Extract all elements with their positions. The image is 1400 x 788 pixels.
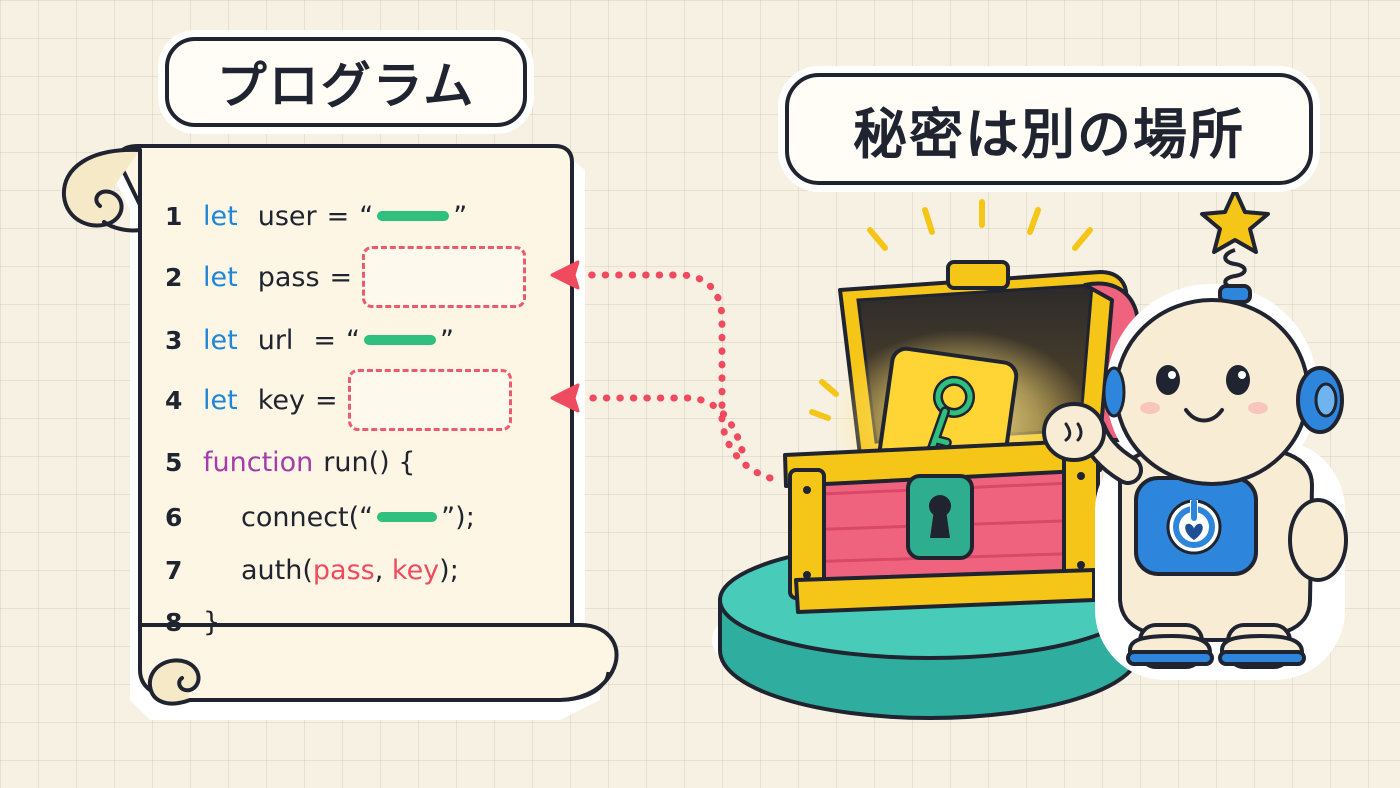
operator: = (329, 261, 353, 293)
star-icon (1200, 188, 1270, 254)
program-title: プログラム (165, 37, 527, 127)
closing-brace: } (203, 606, 221, 638)
treasure-chest-icon (783, 199, 1141, 614)
code-line-5: 5 function run() { (165, 442, 415, 482)
string-value-placeholder (377, 211, 450, 221)
dotted-arrow-icon (550, 260, 774, 482)
code-line-4: 4 let key = (165, 369, 512, 431)
code-line-2: 2 let pass = (165, 246, 527, 308)
glow-rays (809, 199, 1093, 421)
variable-name: url (257, 324, 294, 356)
string-value-placeholder (364, 335, 437, 345)
keyword-let: let (203, 324, 238, 356)
string-value-placeholder (377, 512, 438, 522)
secret-arg-key: key (391, 554, 440, 586)
keyhole-lock-icon (906, 474, 974, 560)
quote-open: “ (359, 200, 374, 232)
quote-open: “ (346, 324, 361, 356)
code-line-6: 6 connect( “ ”); (165, 497, 475, 537)
operator: = (314, 384, 338, 416)
quote-close: ” (440, 324, 455, 356)
line-number: 6 (165, 502, 183, 532)
empty-secret-slot (362, 246, 527, 308)
secret-arg-pass: pass (312, 554, 375, 586)
code-line-8: 8 } (165, 602, 220, 642)
keyword-let: let (203, 261, 238, 293)
arg-separator: , (374, 554, 392, 586)
code-line-1: 1 let user = “ ” (165, 196, 467, 236)
variable-name: key (257, 384, 305, 416)
operator: = (326, 200, 350, 232)
call-tail: ); (439, 554, 459, 586)
code-line-3: 3 let url = “ ” (165, 320, 454, 360)
scroll-icon (61, 144, 619, 720)
keyword-function: function (203, 446, 314, 478)
operator: = (313, 324, 337, 356)
line-number: 2 (165, 262, 183, 292)
function-signature: run() { (323, 446, 416, 478)
quote-close: ” (453, 200, 468, 232)
keyword-let: let (203, 200, 238, 232)
call-tail: ”); (441, 501, 475, 533)
keyword-let: let (203, 384, 238, 416)
line-number: 3 (165, 325, 183, 355)
variable-name: pass (257, 261, 320, 293)
robot-mascot-icon (1042, 188, 1348, 680)
quote-open: “ (359, 501, 374, 533)
variable-name: user (257, 200, 317, 232)
code-line-7: 7 auth( pass , key ); (165, 550, 459, 590)
empty-secret-slot (347, 369, 512, 431)
line-number: 8 (165, 607, 183, 637)
line-number: 4 (165, 385, 183, 415)
line-number: 7 (165, 555, 183, 585)
line-number: 5 (165, 447, 183, 477)
secret-elsewhere-title: 秘密は別の場所 (785, 73, 1313, 185)
line-number: 1 (165, 201, 183, 231)
function-call: connect( (241, 501, 360, 533)
function-call: auth( (241, 554, 313, 586)
power-heart-icon (1166, 499, 1222, 555)
